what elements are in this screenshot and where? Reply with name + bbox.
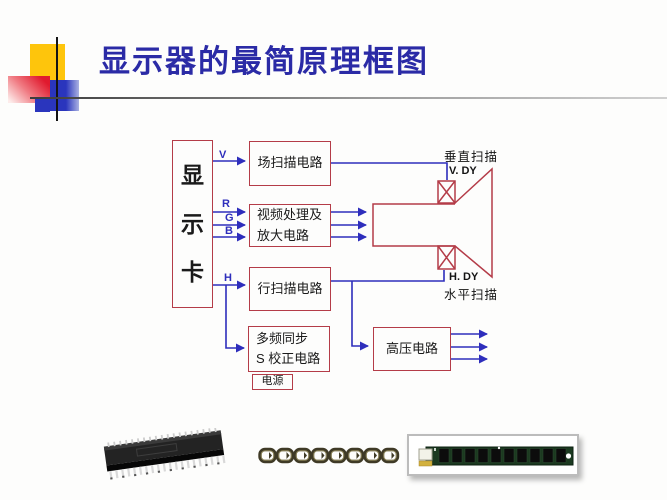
signal-wires [213,156,488,364]
diagram-wires-and-crt [213,156,493,364]
title-underline-rule [30,97,667,99]
vertical-deflection-yoke-icon [437,180,456,204]
high-voltage-circuit-box: 高压电路 [373,327,451,371]
signal-label-r: R [222,198,230,210]
chain-links-image [258,445,402,467]
display-card-char: 卡 [181,259,204,286]
display-card-char: 示 [181,210,204,237]
dip-chip-image [92,427,242,484]
signal-label-h: H [224,272,232,284]
crt-neck [372,203,455,247]
display-card-char: 显 [181,161,204,188]
line-scan-circuit-box: 行扫描电路 [249,267,331,311]
video-processing-box: 视频处理及 放大电路 [249,204,331,247]
decor-blue-square-small [35,99,50,112]
decor-blue-square [50,80,79,111]
multi-sync-line1: 多频同步 [256,330,309,346]
v-dy-label: V. DY [449,165,477,177]
slide-title: 显示器的最简原理框图 [99,44,429,79]
signal-label-b: B [225,225,233,237]
signal-label-g: G [225,212,234,224]
ram-module-image [407,434,579,476]
display-card-box: 显 示 卡 [172,140,213,308]
video-processing-line1: 视频处理及 [257,207,323,223]
h-dy-label: H. DY [449,271,479,283]
decor-yellow-square [30,44,65,80]
vertical-scan-label: 垂直扫描 [444,150,499,164]
decor-vertical-line [56,37,58,121]
video-processing-line2: 放大电路 [257,227,310,243]
horizontal-scan-label: 水平扫描 [444,288,499,302]
multi-sync-line2: S 校正电路 [256,351,321,366]
crt-funnel-screen [454,167,493,279]
power-supply-box: 电源 [252,374,293,390]
crt-tube-outline [372,167,493,279]
horizontal-deflection-yoke-icon [437,245,456,270]
multi-sync-correction-box: 多频同步 S 校正电路 [248,326,330,372]
field-scan-circuit-box: 场扫描电路 [249,141,331,186]
signal-label-v: V [219,149,227,161]
monitor-block-diagram: 显 示 卡 场扫描电路 视频处理及 放大电路 行扫描电路 多频同步 S 校正电路… [148,122,528,422]
